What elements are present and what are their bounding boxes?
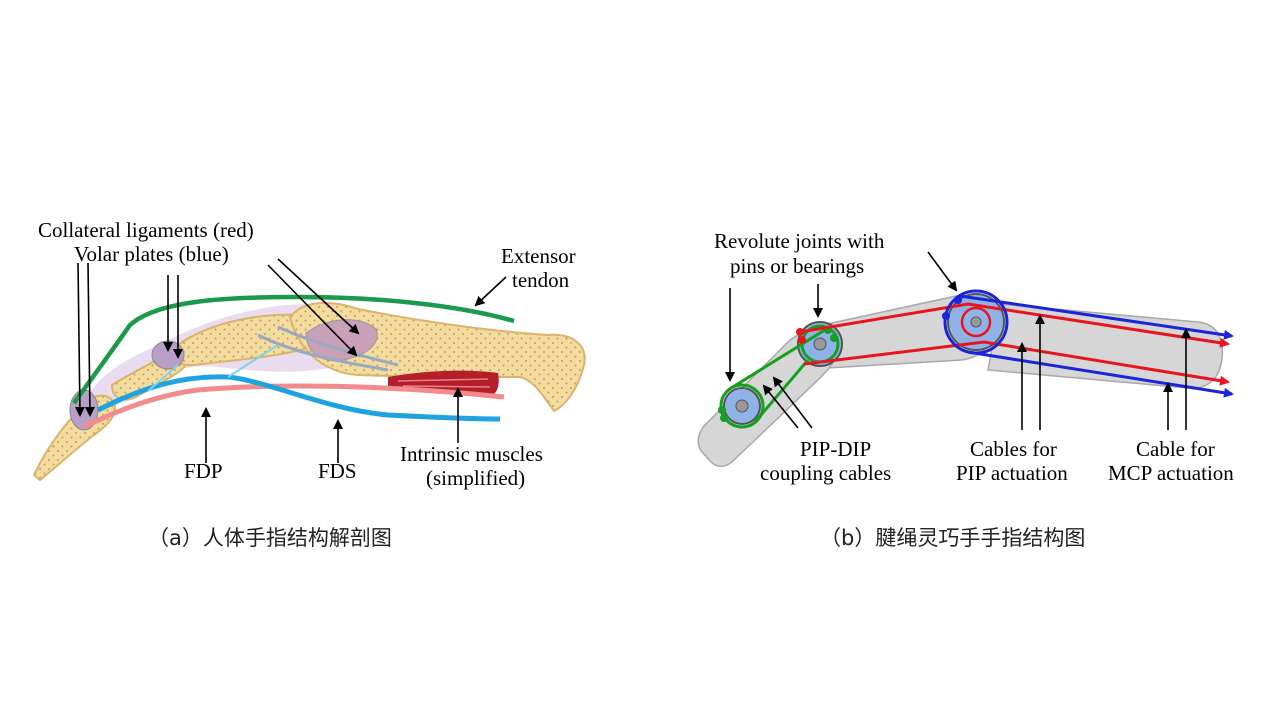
caption-b: （b）腱绳灵巧手手指结构图 — [820, 526, 1086, 550]
label-revolute-line1: Revolute joints with — [714, 229, 885, 253]
label-pip-dip-line2: coupling cables — [760, 461, 891, 485]
label-mcp-cable-line1: Cable for — [1136, 437, 1215, 461]
caption-a: （a）人体手指结构解剖图 — [148, 526, 392, 550]
label-fds: FDS — [318, 459, 357, 483]
label-revolute-line2: pins or bearings — [730, 254, 864, 278]
anatomy-leader-arrows — [74, 258, 507, 463]
label-pip-cables-line1: Cables for — [970, 437, 1057, 461]
fds-tendon — [96, 374, 501, 422]
dip-joint — [723, 387, 761, 425]
label-volar-plates: Volar plates (blue) — [74, 242, 229, 266]
tendon-finger-figure: Revolute joints with pins or bearings PI… — [688, 218, 1262, 490]
finger-anatomy-figure: Collateral ligaments (red) Volar plates … — [28, 205, 594, 500]
pip-actuation-cables — [799, 302, 1230, 386]
intrinsic-muscle-fibers — [397, 378, 491, 388]
label-pip-cables-line2: PIP actuation — [956, 461, 1068, 485]
pip-joint — [797, 321, 843, 367]
robot-leader-arrows — [725, 251, 1191, 430]
label-intrinsic-line1: Intrinsic muscles — [400, 442, 543, 466]
label-intrinsic-line2: (simplified) — [426, 466, 525, 490]
pip-cable-anchors — [796, 328, 806, 344]
label-mcp-cable-line2: MCP actuation — [1108, 461, 1234, 485]
label-extensor-line2: tendon — [512, 268, 570, 292]
label-extensor-line1: Extensor — [501, 244, 576, 268]
ligament-bands — [257, 325, 399, 372]
finger-anatomy-svg: Collateral ligaments (red) Volar plates … — [32, 218, 586, 490]
tendon-finger-svg: Revolute joints with pins or bearings PI… — [697, 229, 1234, 485]
coupling-cable-anchors — [718, 326, 838, 422]
extensor-tendon — [72, 294, 515, 405]
label-fdp: FDP — [184, 459, 223, 483]
label-pip-dip-line1: PIP-DIP — [800, 437, 871, 461]
volar-plate-links — [147, 344, 279, 392]
fdp-tendon — [82, 383, 505, 430]
label-collateral-ligaments: Collateral ligaments (red) — [38, 218, 254, 242]
mcp-cable-anchors — [942, 296, 962, 320]
